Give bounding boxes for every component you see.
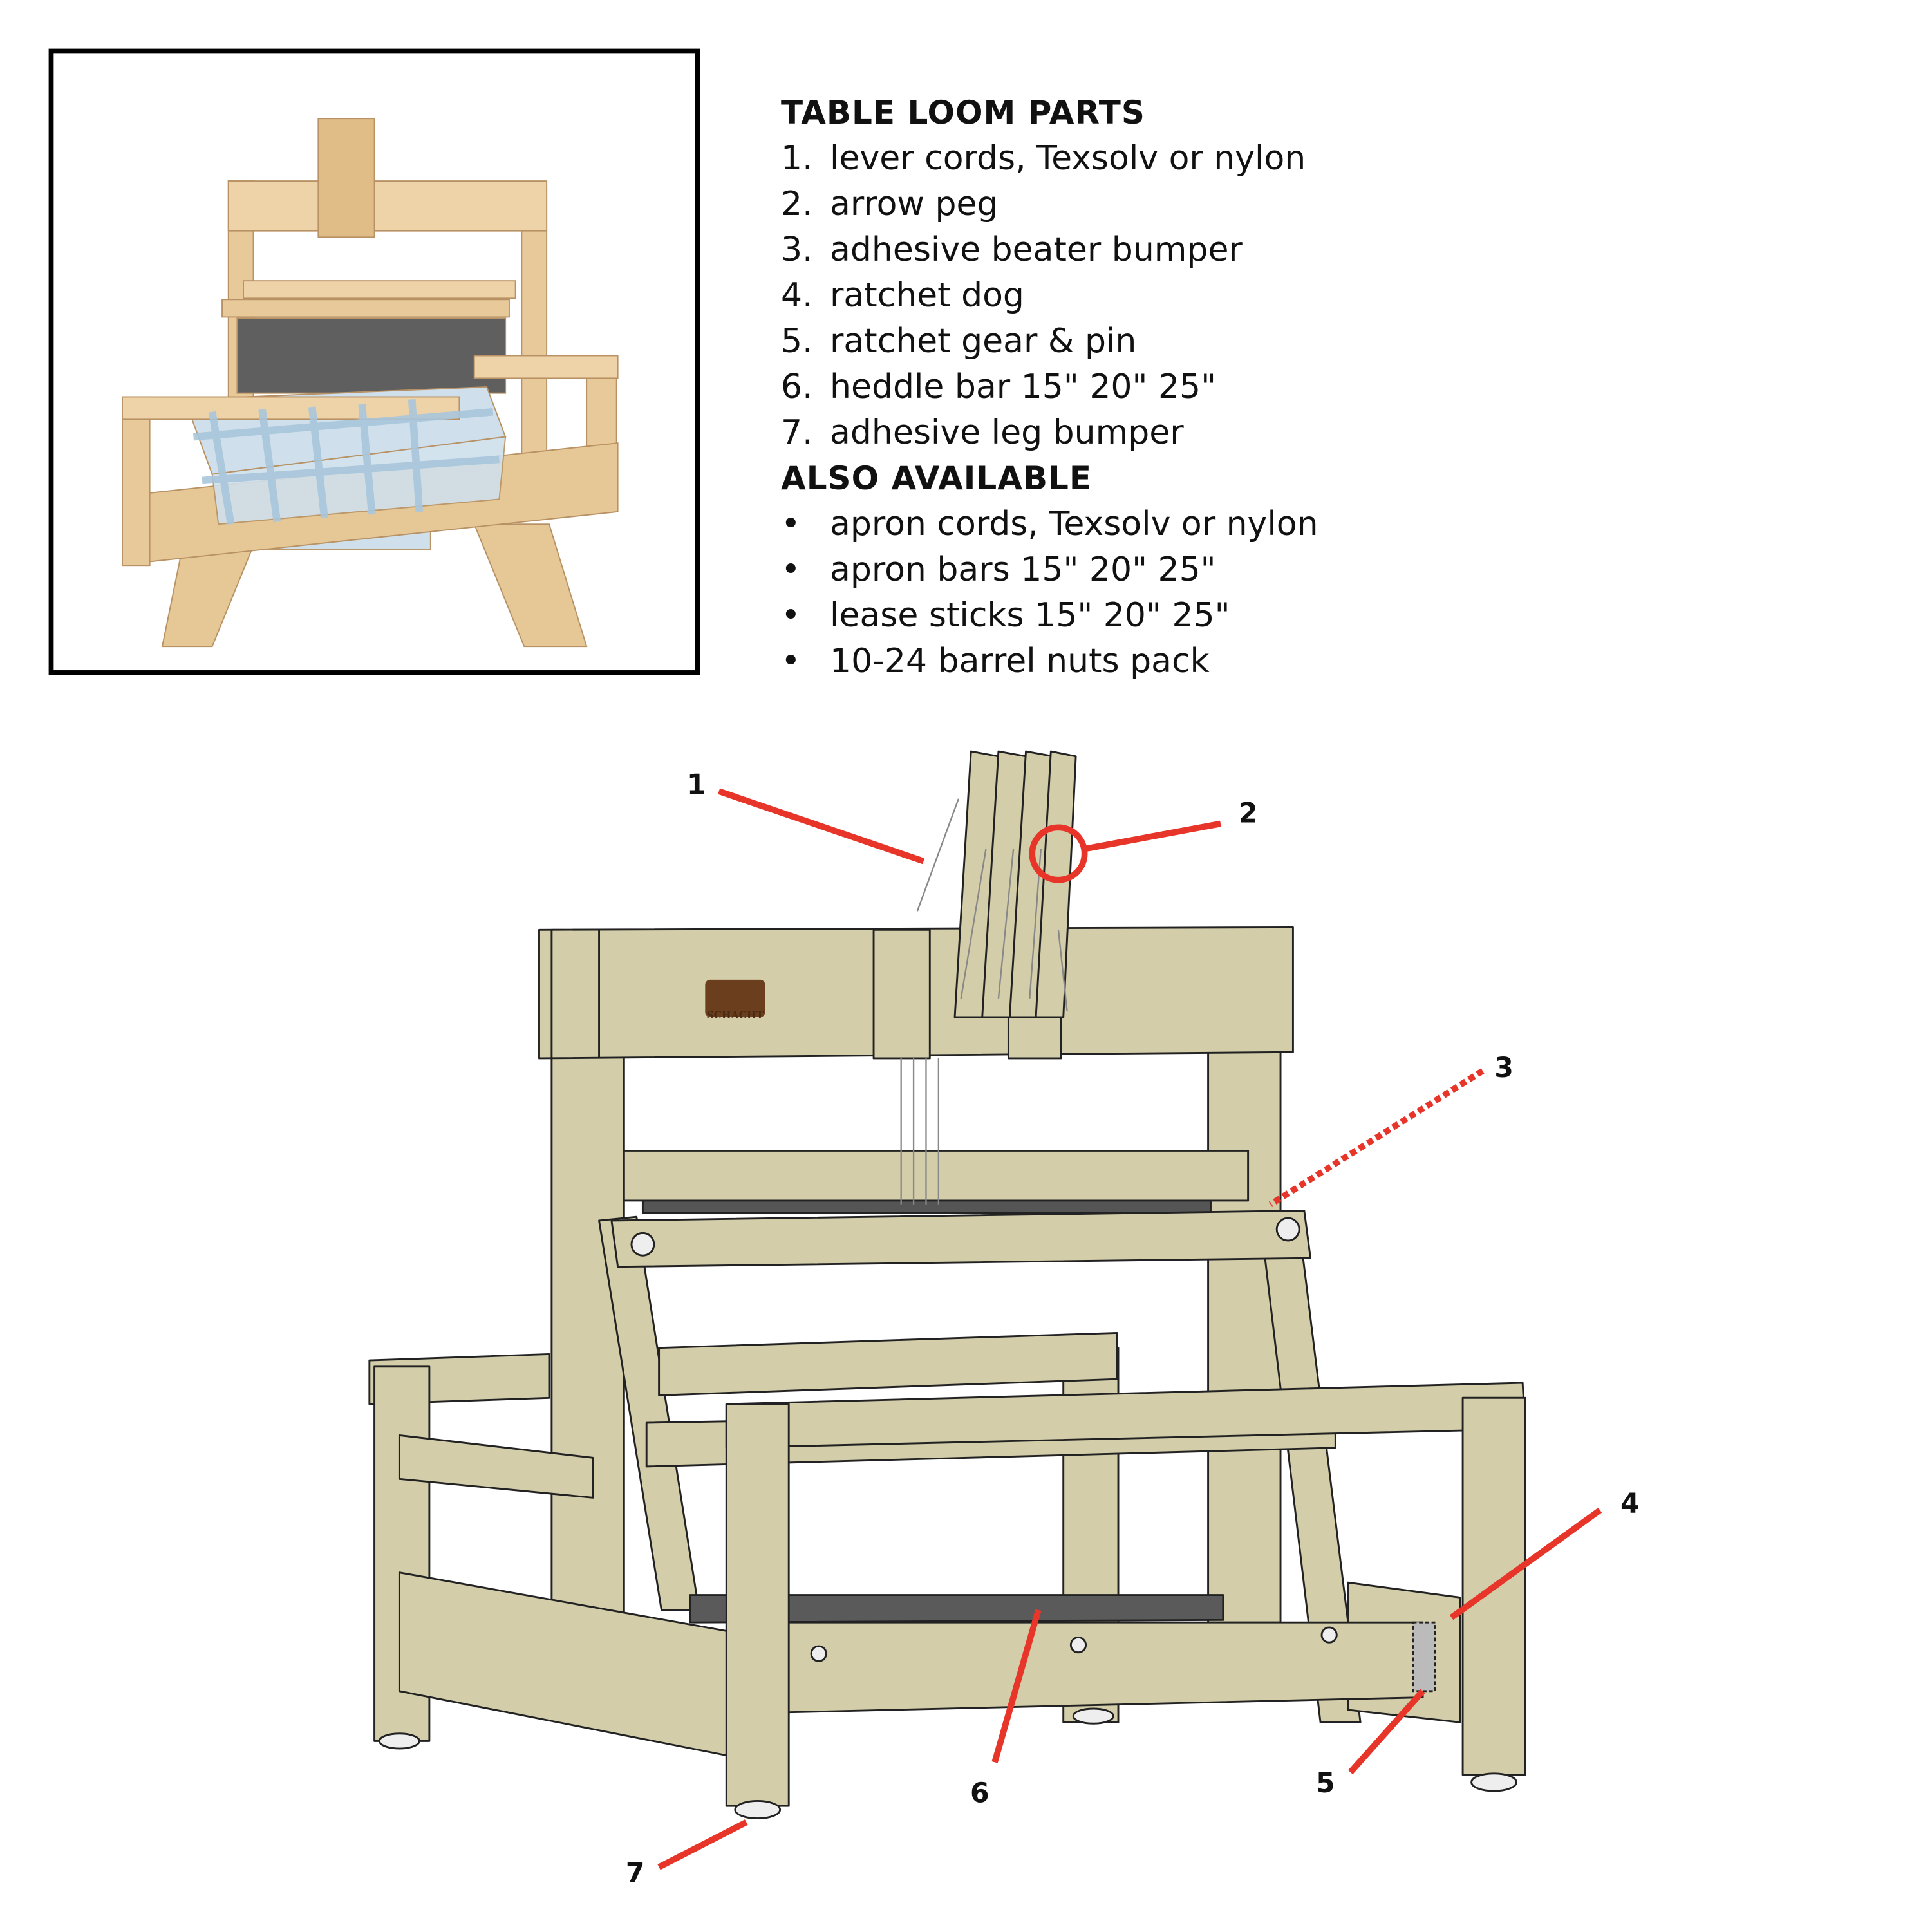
- part-item: 2.arrow peg: [781, 185, 999, 223]
- callout-line-3: [1268, 1068, 1485, 1207]
- parts-heading: TABLE LOOM PARTS: [781, 94, 1145, 131]
- loom-line-drawing: [368, 750, 1526, 1820]
- part-item: 5.ratchet gear & pin: [781, 322, 1137, 361]
- also-heading: ALSO AVAILABLE: [781, 460, 1093, 497]
- callout-line-6: [991, 1609, 1042, 1763]
- part-item: 4.ratchet dog: [781, 276, 1024, 315]
- callout-line-7: [657, 1819, 748, 1870]
- also-list: •apron cords, Texsolv or nylon •apron ba…: [781, 502, 1318, 684]
- also-item: •apron bars 15" 20" 25": [781, 550, 1216, 589]
- callout-2: 2: [1239, 798, 1258, 830]
- callout-1: 1: [687, 769, 706, 801]
- callout-line-4: [1449, 1507, 1602, 1620]
- callout-6: 6: [970, 1777, 989, 1809]
- callout-line-5: [1347, 1689, 1425, 1775]
- parts-list-panel: TABLE LOOM PARTS 1.lever cords, Texsolv …: [781, 90, 1318, 684]
- also-item: •apron cords, Texsolv or nylon: [781, 505, 1318, 543]
- callout-line-2: [1085, 820, 1221, 852]
- part-item: 3.adhesive beater bumper: [781, 230, 1243, 269]
- arrow-peg-circle: [1029, 824, 1088, 883]
- also-item: •10-24 barrel nuts pack: [781, 642, 1210, 680]
- part-item: 7.adhesive leg bumper: [781, 413, 1184, 452]
- parts-list: 1.lever cords, Texsolv or nylon 2.arrow …: [781, 136, 1318, 456]
- callout-line-1: [718, 788, 925, 865]
- svg-text:SCHACHT: SCHACHT: [706, 1009, 764, 1021]
- callout-7: 7: [626, 1857, 645, 1889]
- callout-lines: [657, 788, 1602, 1870]
- callout-3: 3: [1494, 1052, 1514, 1084]
- callout-4: 4: [1620, 1488, 1640, 1520]
- callout-numbers: 1 2 3 4 5 6 7: [626, 769, 1640, 1889]
- part-item: 6.heddle bar 15" 20" 25": [781, 368, 1217, 406]
- callout-5: 5: [1316, 1767, 1335, 1799]
- loom-photo: [48, 48, 700, 675]
- also-item: •lease sticks 15" 20" 25": [781, 596, 1230, 635]
- part-item: 1.lever cords, Texsolv or nylon: [781, 139, 1306, 178]
- schacht-logo: SCHACHT: [705, 979, 765, 1021]
